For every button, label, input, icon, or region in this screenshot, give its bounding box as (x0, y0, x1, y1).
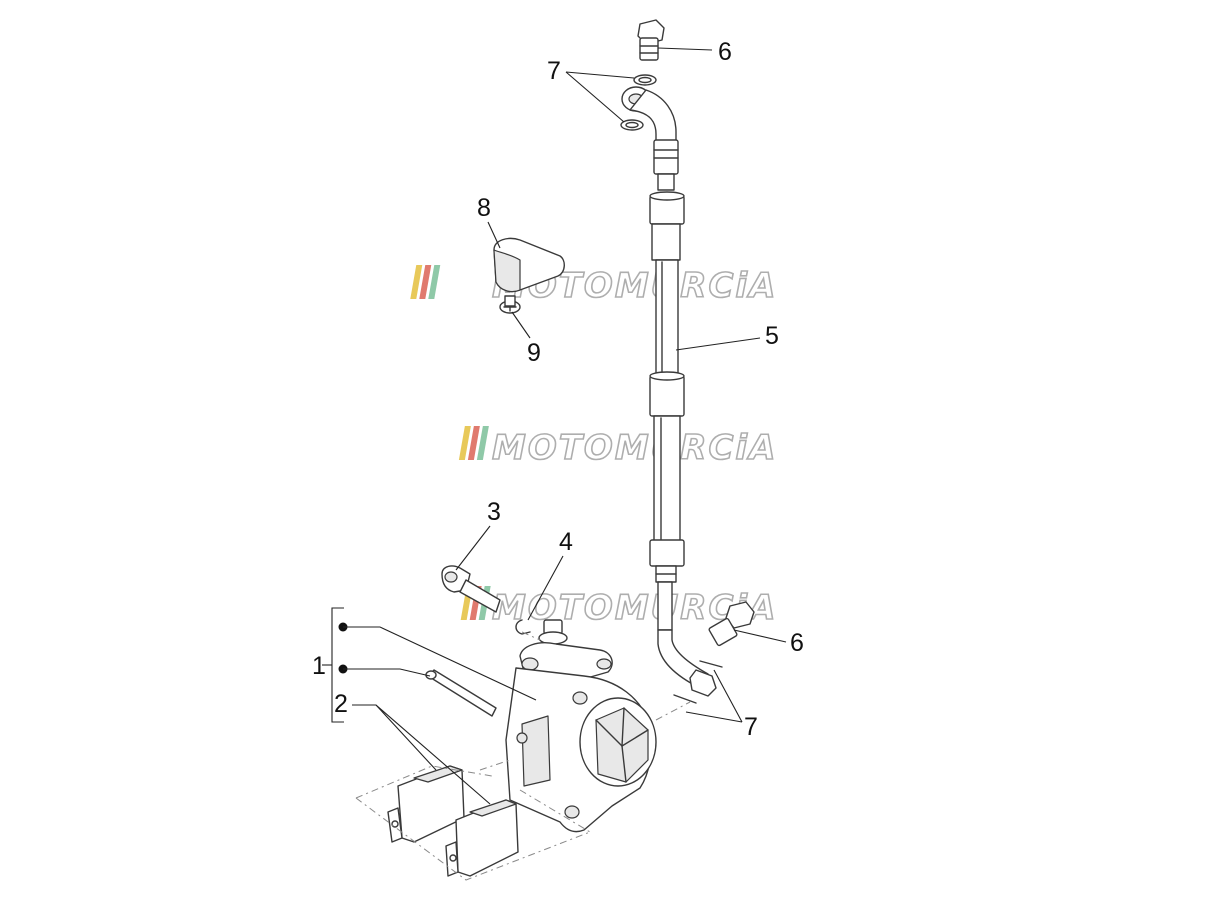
banjo-bolt-top (637, 19, 665, 61)
brake-hose (621, 86, 717, 697)
washers-bottom (673, 660, 723, 704)
brake-caliper (505, 619, 657, 833)
watermark-stripe (428, 265, 441, 299)
callout-6-bottom: 6 (790, 629, 804, 657)
caliper-pin (425, 669, 497, 717)
callout-7-bottom: 7 (744, 713, 758, 741)
bleeder-clip (515, 619, 531, 635)
callout-5: 5 (765, 322, 779, 350)
hose-bracket (493, 237, 565, 293)
callout-9: 9 (527, 339, 541, 367)
bracket-screw (499, 295, 521, 314)
brake-pads (387, 765, 519, 877)
callout-3: 3 (487, 498, 501, 526)
callout-1: 1 (312, 652, 326, 680)
assembly-lines (355, 631, 691, 881)
callout-2: 2 (334, 690, 348, 718)
leader-lines (322, 47, 787, 805)
washers-top (620, 74, 657, 131)
banjo-bolt-bottom (708, 601, 755, 647)
watermark-stripe (419, 265, 432, 299)
watermark-text: MOTOMURCiA (492, 428, 777, 468)
callout-4: 4 (559, 528, 573, 556)
watermark-stripe (458, 426, 471, 460)
caliper-bolt (441, 565, 501, 613)
callout-8: 8 (477, 194, 491, 222)
callout-6-top: 6 (718, 38, 732, 66)
callout-7-top: 7 (547, 57, 561, 85)
watermark-stripe (410, 265, 423, 299)
watermark-top: MOTOMURCiA (410, 265, 776, 307)
watermark-middle: MOTOMURCiA (458, 426, 777, 469)
callout-labels: 1 2 3 4 5 6 6 7 7 8 9 (312, 38, 804, 741)
watermark-stripe (476, 426, 489, 460)
watermark-stripe (467, 426, 480, 460)
